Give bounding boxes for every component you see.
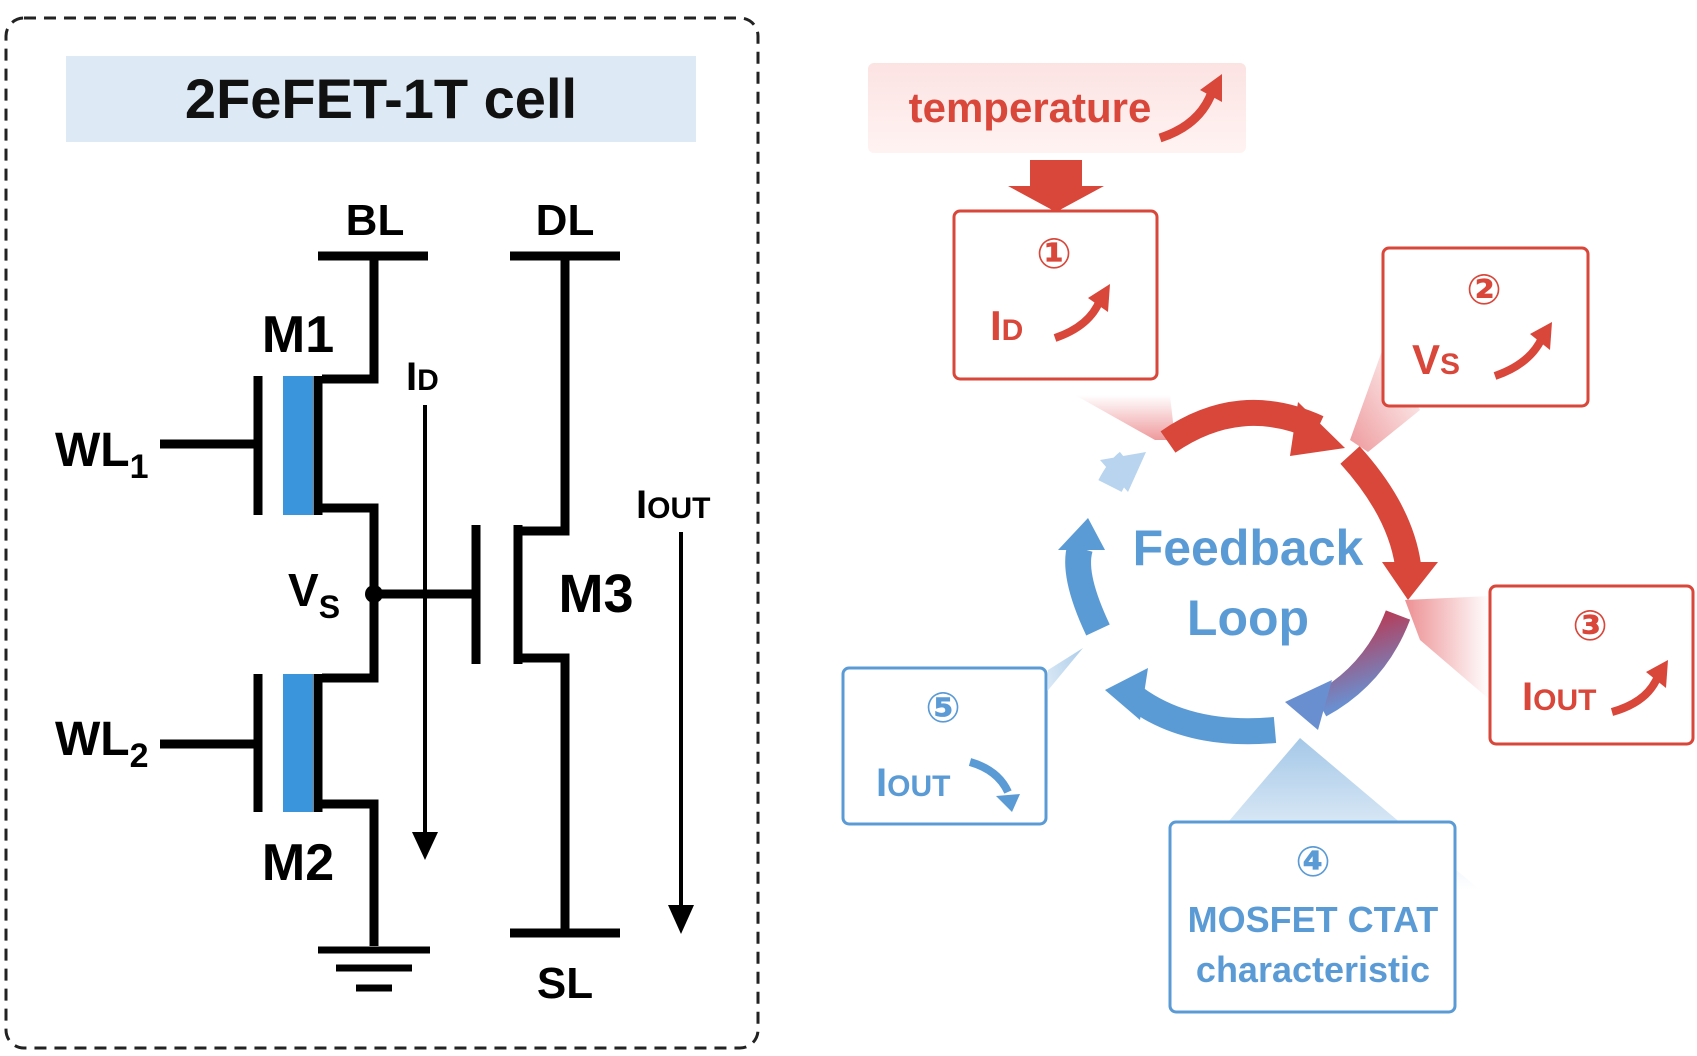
curved-arrow-up-right-icon <box>1610 660 1668 716</box>
step1-number: ① <box>1036 230 1072 277</box>
step4-line2: characteristic <box>1196 949 1430 990</box>
sl-label: SL <box>537 959 593 1008</box>
m2-label: M2 <box>262 834 334 892</box>
loop-arc-lower-right <box>1313 610 1411 717</box>
m3-drain-wire <box>518 256 570 536</box>
id-label: ID <box>406 355 439 399</box>
step5-label: IOUT <box>876 761 950 805</box>
m2-source-wire <box>322 799 379 946</box>
m1-m2-wire <box>322 256 379 384</box>
iout-current-arrowhead <box>668 905 694 934</box>
bl-label: BL <box>346 196 405 245</box>
wl2-label: WL2 <box>55 713 149 775</box>
step4-line1: MOSFET CTAT <box>1188 899 1439 940</box>
beam-step5 <box>1040 648 1083 790</box>
step2-label: VS <box>1412 336 1460 383</box>
vs-label: VS <box>288 564 340 625</box>
loop-center-line1: Feedback <box>1133 520 1364 576</box>
step5-number: ⑤ <box>925 684 961 731</box>
step2-number: ② <box>1466 266 1502 313</box>
step3-label: IOUT <box>1522 675 1596 719</box>
beam-step1 <box>1075 395 1175 440</box>
ground-icon <box>318 946 430 992</box>
step5-box: ⑤ IOUT <box>841 666 1048 826</box>
step4-box: ④ MOSFET CTAT characteristic <box>1168 820 1457 1014</box>
m2-ferroelectric <box>283 674 313 812</box>
loop-center-line2: Loop <box>1187 590 1309 646</box>
step3-box: ③ IOUT <box>1488 584 1695 746</box>
cell-title-box <box>66 56 696 142</box>
step1-label: ID <box>990 302 1023 349</box>
loop-arc-right <box>1340 446 1421 568</box>
loop-arrowhead-lower-right <box>1285 680 1332 730</box>
curved-arrow-up-right-icon <box>1053 284 1110 342</box>
down-arrow-icon <box>1008 160 1104 212</box>
m3-label: M3 <box>558 564 633 624</box>
dl-label: DL <box>536 196 595 245</box>
id-current-arrowhead <box>412 832 438 860</box>
loop-arrowhead-right <box>1382 562 1438 600</box>
loop-arrowhead-upper-left <box>1100 452 1146 492</box>
loop-arc-bottom <box>1121 683 1277 745</box>
curved-arrow-down-right-icon <box>968 758 1020 812</box>
iout-label: IOUT <box>636 483 710 527</box>
step1-box: ① ID <box>952 209 1159 381</box>
m3-source-wire <box>518 653 570 933</box>
loop-arrowhead-bottom <box>1105 668 1148 720</box>
beam-step3 <box>1405 596 1490 700</box>
step3-number: ③ <box>1572 602 1608 649</box>
wl1-label: WL1 <box>55 424 149 486</box>
cell-frame <box>4 16 760 1050</box>
curved-arrow-up-right-icon <box>1158 74 1222 143</box>
m1-label: M1 <box>262 306 334 364</box>
loop-arc-left <box>1065 544 1110 636</box>
cell-title: 2FeFET-1T cell <box>185 67 577 130</box>
loop-arrowhead-left <box>1058 518 1105 550</box>
temperature-box <box>868 63 1246 153</box>
step2-box: ② VS <box>1381 246 1590 408</box>
cell-panel: 2FeFET-1T cell BL DL SL M1 M2 WL1 WL2 <box>4 16 760 1050</box>
curved-arrow-up-right-icon <box>1493 322 1552 380</box>
loop-arrowhead-top <box>1290 402 1345 456</box>
feedback-loop-panel: temperature Feedback Loop ① <box>841 63 1695 1014</box>
step4-number: ④ <box>1295 838 1331 885</box>
m1-ferroelectric <box>283 376 313 515</box>
temperature-label: temperature <box>909 84 1152 131</box>
